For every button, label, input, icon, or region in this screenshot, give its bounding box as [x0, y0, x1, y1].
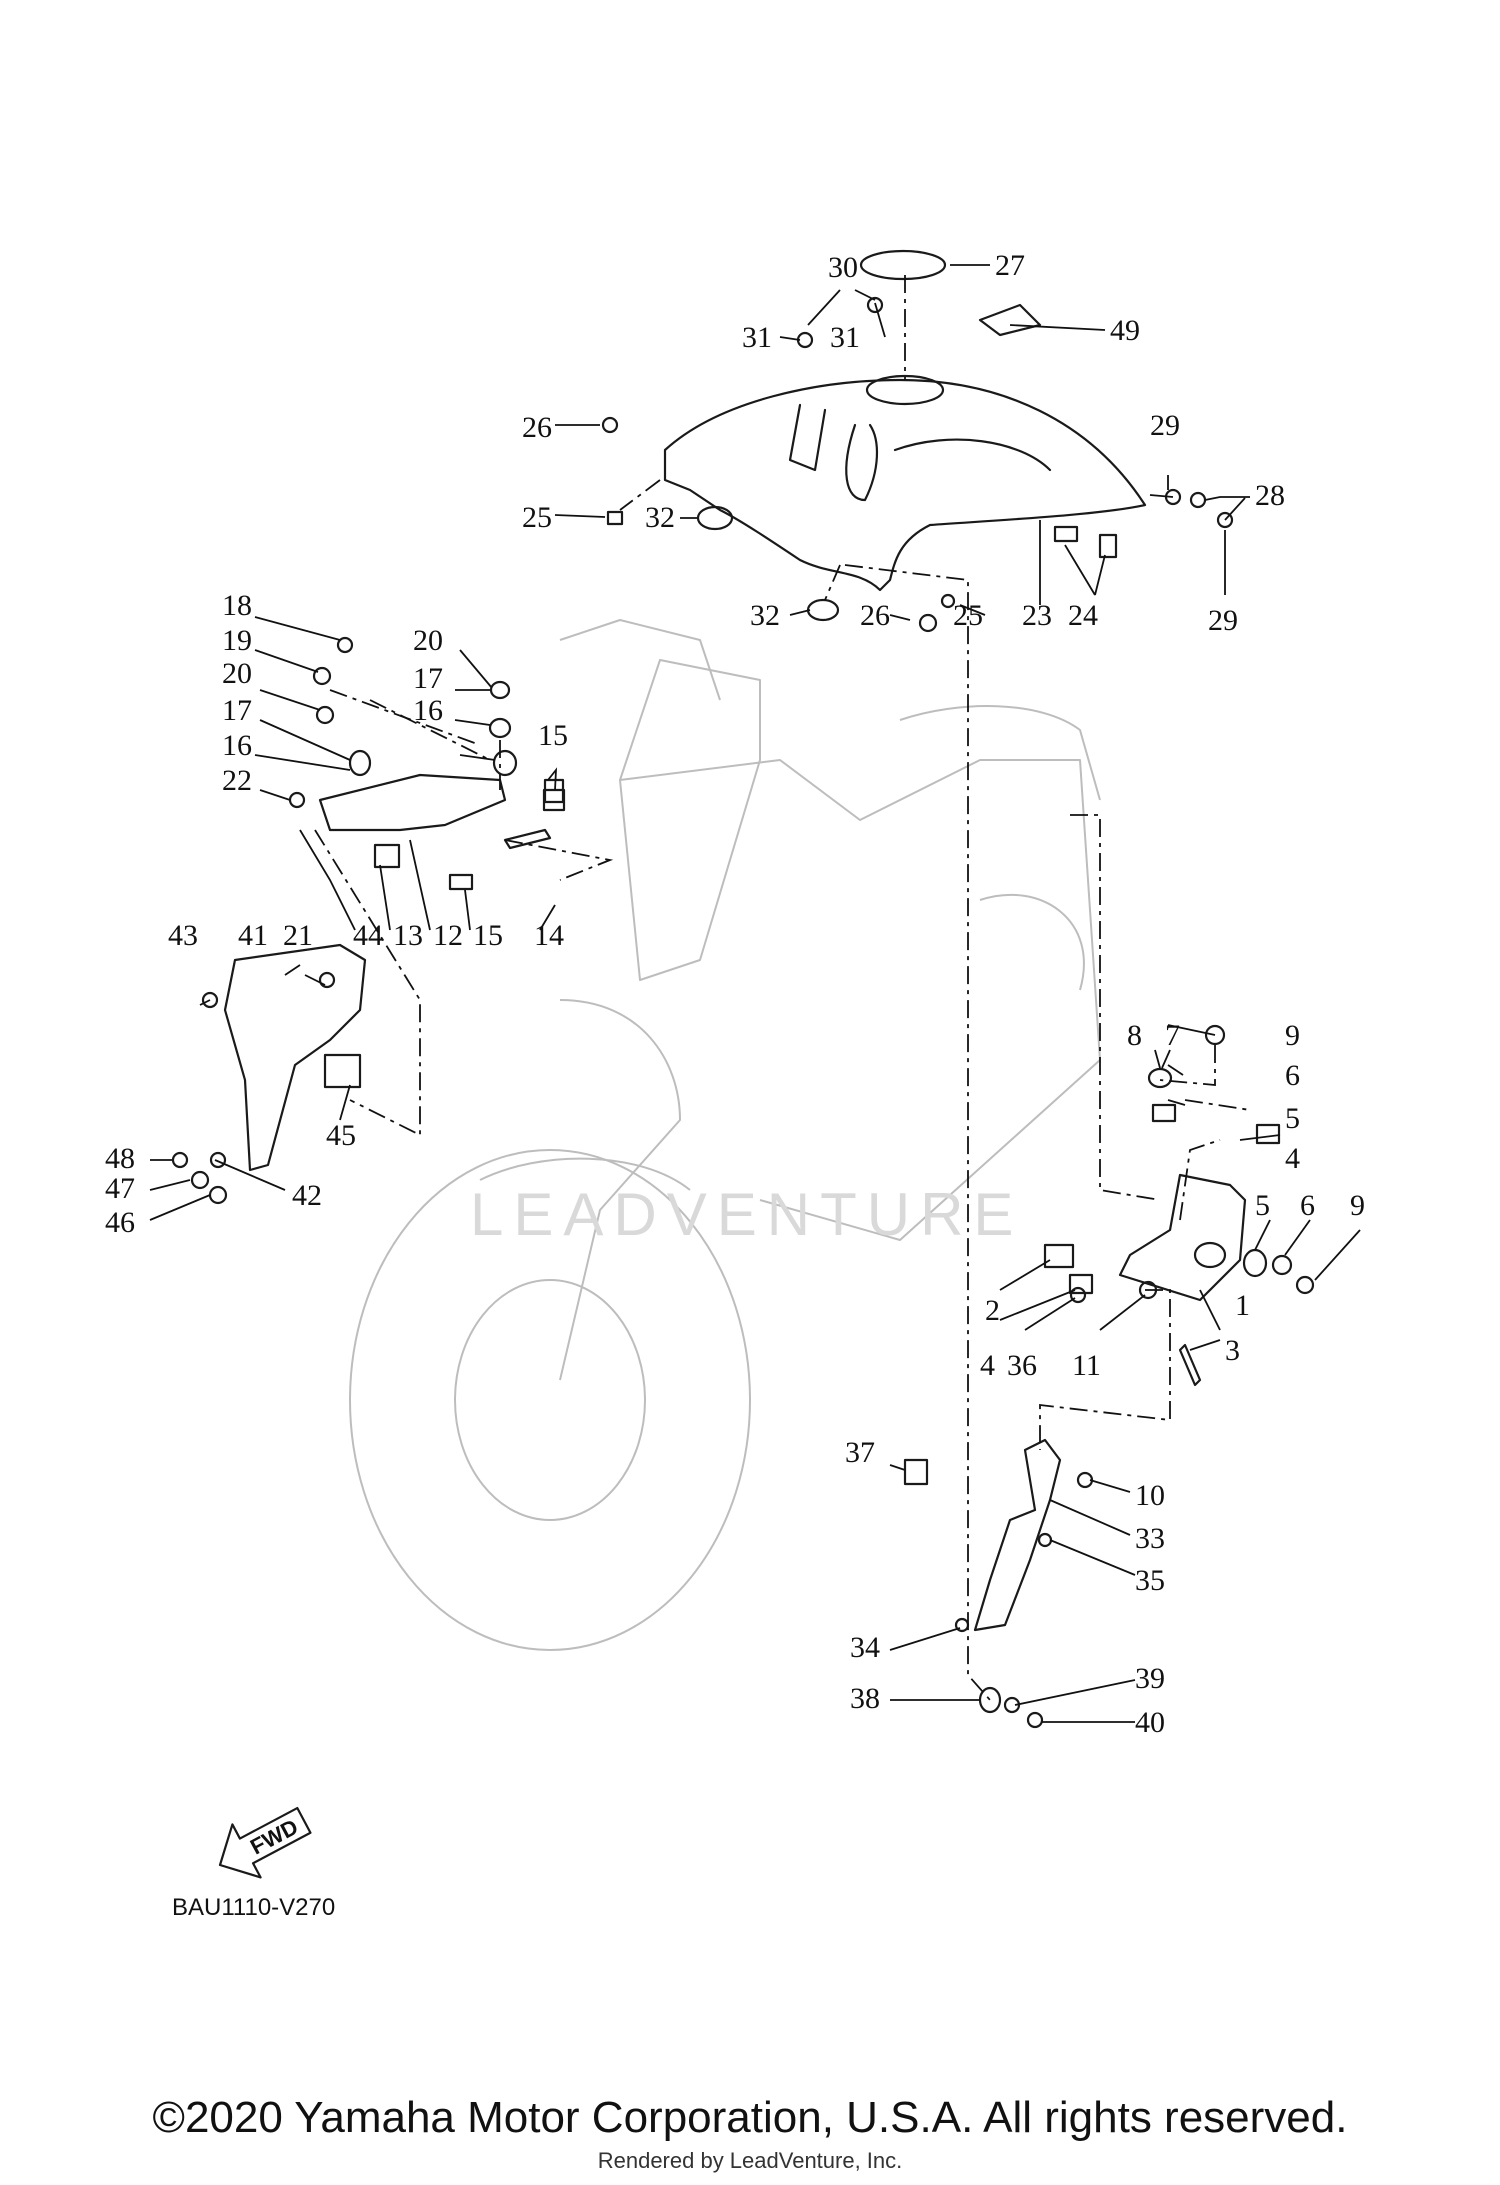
callout-39: 39	[1135, 1662, 1165, 1695]
callout-25: 25	[522, 501, 552, 534]
callout-24: 24	[1068, 599, 1098, 632]
fuel-tank-cover	[663, 374, 1147, 592]
callout-7: 7	[1165, 1019, 1180, 1052]
callout-32: 32	[645, 501, 675, 534]
left-side-cover	[318, 773, 565, 891]
callout-17: 17	[413, 662, 443, 695]
callout-30: 30	[828, 251, 858, 284]
callout-2: 2	[985, 1294, 1000, 1327]
callout-48: 48	[105, 1142, 135, 1175]
callout-41: 41	[238, 919, 268, 952]
callout-10: 10	[1135, 1479, 1165, 1512]
callout-15: 15	[473, 919, 503, 952]
tank-cap-seal	[859, 249, 947, 281]
callout-8: 8	[1127, 1019, 1142, 1052]
callout-25: 25	[953, 599, 983, 632]
callout-9: 9	[1350, 1189, 1365, 1222]
callout-18: 18	[222, 589, 252, 622]
callout-40: 40	[1135, 1706, 1165, 1739]
callout-38: 38	[850, 1682, 880, 1715]
watermark-text: LEADVENTURE	[470, 1181, 1023, 1248]
callout-4: 4	[980, 1349, 995, 1382]
rendered-by-notice: Rendered by LeadVenture, Inc.	[597, 2148, 903, 2173]
callout-14: 14	[534, 919, 564, 952]
assembly-lines	[314, 275, 1251, 1701]
callout-6: 6	[1285, 1059, 1300, 1092]
callout-17: 17	[222, 694, 252, 727]
callout-15: 15	[538, 719, 568, 752]
callout-26: 26	[522, 411, 552, 444]
lower-bracket	[973, 1438, 1062, 1632]
left-cowl-bracket	[223, 943, 367, 1172]
motorcycle-outline: LEADVENTURE	[349, 619, 1101, 1651]
callout-16: 16	[222, 729, 252, 762]
callout-27: 27	[995, 249, 1025, 282]
right-side-cover	[1118, 1173, 1247, 1302]
callout-1: 1	[1235, 1289, 1250, 1322]
callout-4: 4	[1285, 1142, 1300, 1175]
callout-11: 11	[1072, 1349, 1101, 1382]
callout-5: 5	[1255, 1189, 1270, 1222]
hardware-parts	[171, 296, 1315, 1729]
tank-decal	[978, 303, 1042, 337]
callout-23: 23	[1022, 599, 1052, 632]
callout-20: 20	[413, 624, 443, 657]
diagram-code: BAU1110-V270	[172, 1894, 335, 1921]
callout-33: 33	[1135, 1522, 1165, 1555]
callout-31: 31	[830, 321, 860, 354]
callout-44: 44	[353, 919, 383, 952]
callout-16: 16	[413, 694, 443, 727]
callout-20: 20	[222, 657, 252, 690]
callout-labels: 1 2 3 4 4 4 5 5 6 6 7 8 9 9 10 11 12 13 …	[105, 249, 1365, 1739]
callout-5: 5	[1285, 1102, 1300, 1135]
callout-3: 3	[1225, 1334, 1240, 1367]
callout-12: 12	[433, 919, 463, 952]
leader-lines	[149, 264, 1361, 1723]
callout-36: 36	[1007, 1349, 1037, 1382]
callout-32: 32	[750, 599, 780, 632]
callout-35: 35	[1135, 1564, 1165, 1597]
callout-47: 47	[105, 1172, 135, 1205]
callout-42: 42	[292, 1179, 322, 1212]
callout-43: 43	[168, 919, 198, 952]
callout-26: 26	[860, 599, 890, 632]
callout-6: 6	[1300, 1189, 1315, 1222]
fwd-arrow-icon: FWD	[218, 1806, 312, 1879]
copyright-notice: ©2020 Yamaha Motor Corporation, U.S.A. A…	[152, 2093, 1348, 2142]
callout-29: 29	[1150, 409, 1180, 442]
callout-45: 45	[326, 1119, 356, 1152]
callout-22: 22	[222, 764, 252, 797]
callout-29: 29	[1208, 604, 1238, 637]
callout-34: 34	[850, 1631, 880, 1664]
callout-19: 19	[222, 624, 252, 657]
callout-9: 9	[1285, 1019, 1300, 1052]
callout-49: 49	[1110, 314, 1140, 347]
callout-21: 21	[283, 919, 313, 952]
callout-28: 28	[1255, 479, 1285, 512]
callout-31: 31	[742, 321, 772, 354]
callout-46: 46	[105, 1206, 135, 1239]
callout-13: 13	[393, 919, 423, 952]
callout-37: 37	[845, 1436, 875, 1469]
